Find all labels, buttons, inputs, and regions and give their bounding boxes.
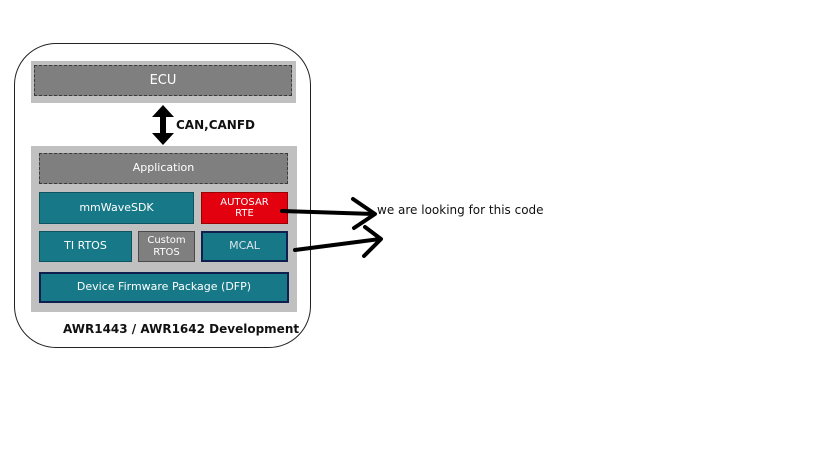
annotation-note: we are looking for this code [377, 203, 544, 217]
device-label: AWR1443 / AWR1642 Development [63, 322, 300, 336]
application-box: Application [39, 153, 288, 184]
autosar-rte-line-2: RTE [235, 208, 254, 219]
pointer-arrow-rte-icon [280, 197, 377, 230]
autosar-rte-box: AUTOSAR RTE [201, 192, 288, 224]
custom-rtos-line-1: Custom [147, 235, 186, 246]
bidirectional-arrow-icon [152, 105, 174, 145]
dfp-box: Device Firmware Package (DFP) [39, 272, 289, 303]
ecu-box: ECU [34, 65, 292, 96]
ti-rtos-box: TI RTOS [39, 231, 132, 262]
connection-label: CAN,CANFD [176, 118, 255, 132]
autosar-rte-line-1: AUTOSAR [220, 196, 269, 208]
mcal-box: MCAL [201, 231, 288, 262]
mmwave-sdk-box: mmWaveSDK [39, 192, 194, 224]
custom-rtos-box: Custom RTOS [138, 231, 195, 262]
custom-rtos-line-2: RTOS [153, 246, 180, 258]
pointer-arrow-mcal-icon [293, 225, 383, 258]
